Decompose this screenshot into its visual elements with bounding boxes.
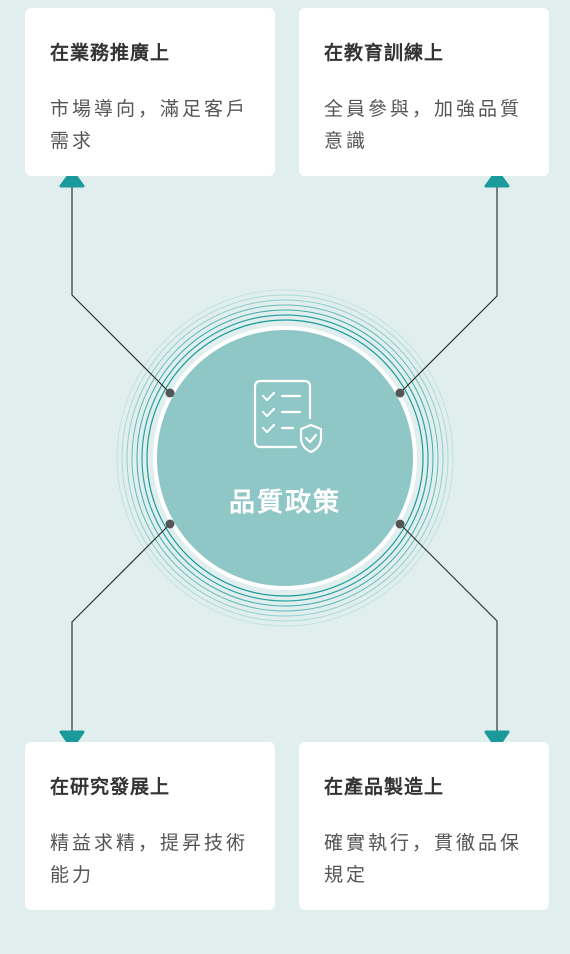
arrow-up-icon [59,169,85,188]
policy-card-research: 在研究發展上 精益求精，提昇技術能力 [25,742,275,910]
policy-card-business: 在業務推廣上 市場導向，滿足客戶需求 [25,8,275,176]
policy-card-description: 確實執行，貫徹品保規定 [324,832,523,886]
policy-card-description: 市場導向，滿足客戶需求 [50,98,249,152]
connector-dots [165,388,405,529]
center-title: 品質政策 [228,488,341,518]
arrowheads [59,169,510,750]
policy-card-title: 在研究發展上 [50,776,171,798]
connector-dot [395,388,405,398]
checklist-shield-icon [253,379,323,454]
connector-lines [71,184,498,732]
arrow-down-icon [484,730,510,750]
center-circle [153,326,417,590]
policy-card-training: 在教育訓練上 全員參與，加強品質意識 [299,8,549,176]
policy-card-title: 在業務推廣上 [50,42,171,64]
arrow-down-icon [59,730,85,750]
policy-card-manufacturing: 在產品製造上 確實執行，貫徹品保規定 [299,742,549,910]
arrow-up-icon [484,169,510,188]
halo-rings [116,289,454,627]
connector-dot [165,519,175,529]
policy-card-title: 在教育訓練上 [324,42,445,64]
connector-dot [165,388,175,398]
policy-card-description: 全員參與，加強品質意識 [324,98,523,152]
policy-card-description: 精益求精，提昇技術能力 [50,832,249,886]
connector-dot [395,519,405,529]
policy-card-title: 在產品製造上 [324,776,445,798]
